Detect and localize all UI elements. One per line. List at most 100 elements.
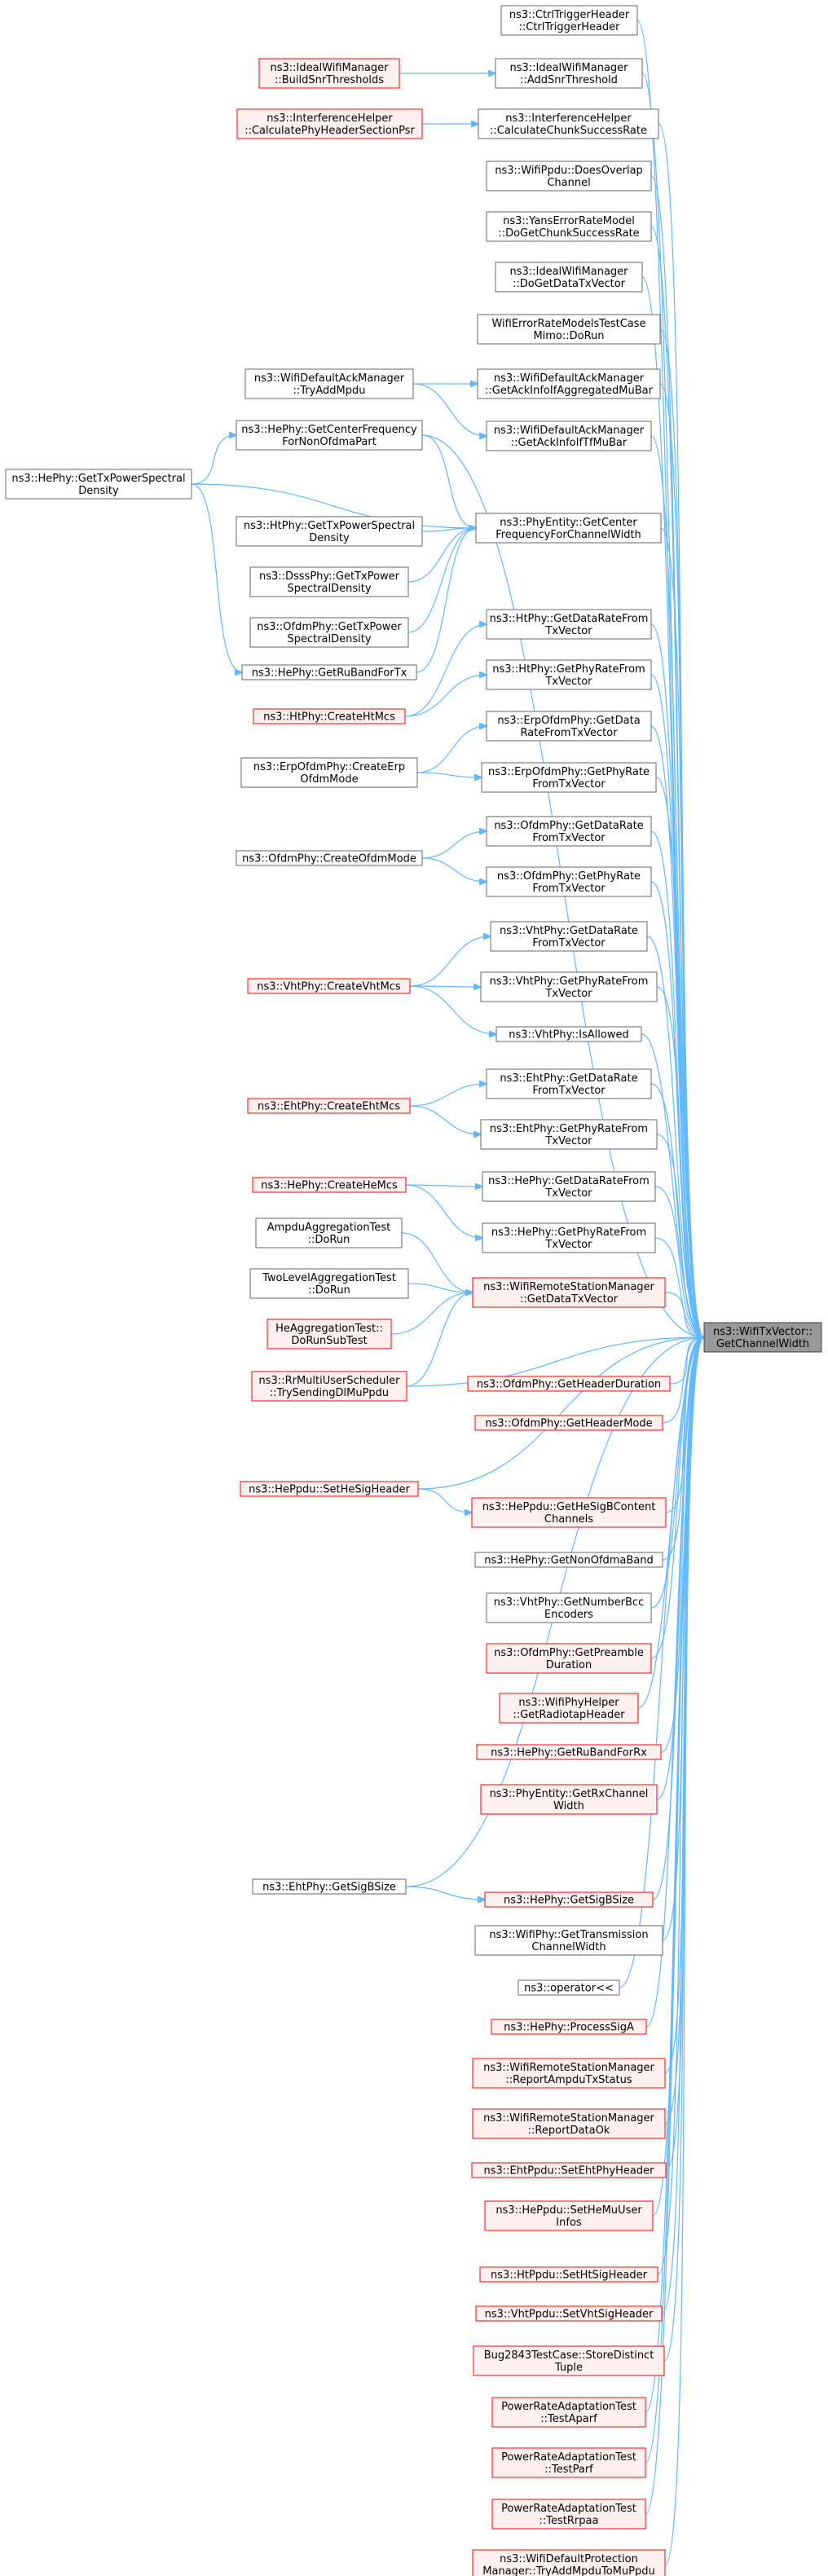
node-ns3-hephy-getrubandfortx[interactable]: ns3::HePhy::GetRuBandForTx bbox=[241, 664, 417, 680]
node-ns3-ofdmphy-getheadermode[interactable]: ns3::OfdmPhy::GetHeaderMode bbox=[474, 1415, 663, 1431]
node-label: ns3::IdealWifiManager bbox=[270, 62, 389, 74]
node-box bbox=[491, 2447, 646, 2478]
node-box bbox=[482, 1171, 656, 1202]
node-label: ns3::YansErrorRateModel bbox=[503, 215, 635, 227]
node-ns3-hephy-processsiga[interactable]: ns3::HePhy::ProcessSigA bbox=[491, 2019, 647, 2035]
node-label: ns3::ErpOfdmPhy::GetData bbox=[497, 715, 640, 727]
node-label: ns3::CtrlTriggerHeader bbox=[509, 9, 630, 21]
node-ns3-ofdmphy-getheaderduration[interactable]: ns3::OfdmPhy::GetHeaderDuration bbox=[467, 1376, 671, 1392]
node-label: ns3::OfdmPhy::GetHeaderDuration bbox=[477, 1379, 661, 1391]
node-label: ns3::OfdmPhy::GetHeaderMode bbox=[485, 1418, 652, 1430]
node-ns3-wifiphy-gettransmissionchannelwidth[interactable]: ns3::WifiPhy::GetTransmissionChannelWidt… bbox=[474, 1925, 663, 1956]
node-ns3-vhtphy-isallowed[interactable]: ns3::VhtPhy::IsAllowed bbox=[495, 1026, 642, 1042]
edge-n30-n31 bbox=[409, 986, 481, 987]
node-ns3-heppdu-sethesigheader[interactable]: ns3::HePpdu::SetHeSigHeader bbox=[240, 1481, 419, 1497]
node-ns3-phyentity-getcenterfrequencyforchannelwidth[interactable]: ns3::PhyEntity::GetCenterFrequencyForCha… bbox=[475, 513, 662, 544]
edge-n56-n43 bbox=[652, 1337, 704, 1900]
node-ns3-hephy-getsigbsize[interactable]: ns3::HePhy::GetSigBSize bbox=[484, 1891, 654, 1908]
node-ns3-wifiremotestationmanager-getdatatxvector[interactable]: ns3::WifiRemoteStationManager::GetDataTx… bbox=[472, 1277, 666, 1308]
node-ns3-yanserrorratemodel-dogetchunksuccessrate[interactable]: ns3::YansErrorRateModel::DoGetChunkSucce… bbox=[486, 211, 652, 242]
node-label: ns3::HePhy::GetPhyRateFrom bbox=[491, 1226, 646, 1239]
node-ns3-idealwifimanager-buildsnrthresholds[interactable]: ns3::IdealWifiManager::BuildSnrThreshold… bbox=[258, 58, 400, 89]
node-ns3-ehtphy-getsigbsize[interactable]: ns3::EhtPhy::GetSigBSize bbox=[252, 1878, 407, 1895]
node-ns3-wifiremotestationmanager-reportdataok[interactable]: ns3::WifiRemoteStationManager::ReportDat… bbox=[472, 2108, 666, 2139]
node-label: TxVector bbox=[544, 676, 592, 688]
node-ns3-wifidefaultackmanager-getackinfoifaggregatedmubar[interactable]: ns3::WifiDefaultAckManager::GetAckInfoIf… bbox=[477, 368, 661, 399]
node-ns3-ctrltriggerheader-ctrltriggerheader[interactable]: ns3::CtrlTriggerHeader::CtrlTriggerHeade… bbox=[500, 5, 638, 36]
node-ns3-hephy-getcenterfrequencyfornonofdmapart[interactable]: ns3::HePhy::GetCenterFrequencyForNonOfdm… bbox=[236, 420, 423, 451]
node-powerrateadaptationtest-testparf[interactable]: PowerRateAdaptationTest::TestParf bbox=[491, 2447, 646, 2478]
node-powerrateadaptationtest-testaparf[interactable]: PowerRateAdaptationTest::TestAparf bbox=[491, 2397, 646, 2428]
node-label: ns3::RrMultiUserScheduler bbox=[259, 1375, 401, 1387]
node-box bbox=[236, 108, 423, 139]
node-label: Manager::TryAddMpduToMuPpdu bbox=[482, 2565, 654, 2576]
node-ns3-wifidefaultackmanager-tryaddmpdu[interactable]: ns3::WifiDefaultAckManager::TryAddMpdu bbox=[244, 368, 414, 399]
node-ns3-hephy-createhemcs[interactable]: ns3::HePhy::CreateHeMcs bbox=[252, 1177, 407, 1193]
node-ns3-wifidefaultprotectionmanager-tryaddmpdutomuppdu[interactable]: ns3::WifiDefaultProtectionManager::TryAd… bbox=[472, 2549, 666, 2576]
node-label: ns3::OfdmPhy::CreateOfdmMode bbox=[242, 853, 416, 865]
node-ns3-wifiremotestationmanager-reportampdutxstatus[interactable]: ns3::WifiRemoteStationManager::ReportAmp… bbox=[472, 2058, 666, 2089]
node-ns3-htphy-createhtmcs[interactable]: ns3::HtPhy::CreateHtMcs bbox=[253, 708, 406, 724]
node-ns3-vhtppdu-setvhtsigheader[interactable]: ns3::VhtPpdu::SetVhtSigHeader bbox=[475, 2305, 663, 2322]
node-label: ns3::HePhy::GetCenterFrequency bbox=[241, 424, 417, 436]
node-box bbox=[476, 1744, 662, 1760]
node-ns3-idealwifimanager-addsnrthreshold[interactable]: ns3::IdealWifiManager::AddSnrThreshold bbox=[495, 58, 643, 89]
node-box bbox=[500, 5, 638, 36]
node-ns3-ehtphy-createehtmcs[interactable]: ns3::EhtPhy::CreateEhtMcs bbox=[247, 1098, 411, 1114]
node-ns3-idealwifimanager-dogetdatatxvector[interactable]: ns3::IdealWifiManager::DoGetDataTxVector bbox=[495, 262, 643, 293]
node-label: ns3::OfdmPhy::GetPreamble bbox=[494, 1647, 644, 1659]
node-powerrateadaptationtest-testrrpaa[interactable]: PowerRateAdaptationTest::TestRrpaa bbox=[491, 2499, 646, 2530]
edge-n30-n32 bbox=[409, 985, 496, 1034]
node-ns3-ofdmphy-createofdmmode[interactable]: ns3::OfdmPhy::CreateOfdmMode bbox=[236, 850, 423, 866]
edge-n70-n43 bbox=[664, 1337, 704, 2565]
node-ns3-hephy-getnonofdmaband[interactable]: ns3::HePhy::GetNonOfdmaBand bbox=[474, 1552, 663, 1568]
node-ns3-interferencehelper-calculatechunksuccessrate[interactable]: ns3::InterferenceHelper::CalculateChunkS… bbox=[478, 108, 659, 139]
node-label: ::DoRun bbox=[308, 1284, 350, 1297]
node-label: ns3::WifiDefaultAckManager bbox=[494, 372, 645, 385]
node-ns3-wifiphyhelper-getradiotapheader[interactable]: ns3::WifiPhyHelper::GetRadiotapHeader bbox=[499, 1693, 639, 1724]
node-twolevelaggregationtest-dorun[interactable]: TwoLevelAggregationTest::DoRun bbox=[249, 1268, 409, 1299]
node-box bbox=[258, 58, 400, 89]
node-ns3-vhtphy-createvhtmcs[interactable]: ns3::VhtPhy::CreateVhtMcs bbox=[247, 978, 411, 994]
node-label: TxVector bbox=[544, 625, 592, 637]
node-ns3-wifidefaultackmanager-getackinfoiftfmubar[interactable]: ns3::WifiDefaultAckManager::GetAckInfoIf… bbox=[486, 421, 652, 451]
node-box bbox=[484, 2200, 654, 2231]
node-label: ns3::HePpdu::GetHeSigBContent bbox=[482, 1501, 656, 1513]
node-heaggregationtest-dorunsubtest[interactable]: HeAggregationTest::DoRunSubTest bbox=[266, 1319, 392, 1350]
node-ns3-rrmultiuserscheduler-trysendingdlmuppdu[interactable]: ns3::RrMultiUserScheduler::TrySendingDlM… bbox=[251, 1371, 407, 1402]
node-ns3-ehtppdu-setehtphyheader[interactable]: ns3::EhtPpdu::SetEhtPhyHeader bbox=[471, 2162, 667, 2178]
node-ampduaggregationtest-dorun[interactable]: AmpduAggregationTest::DoRun bbox=[255, 1218, 403, 1248]
node-ns3-hephy-getrubandforrx[interactable]: ns3::HePhy::GetRuBandForRx bbox=[476, 1744, 662, 1760]
node-ns3-interferencehelper-calculatephyheadersectionpsr[interactable]: ns3::InterferenceHelper::CalculatePhyHea… bbox=[236, 108, 423, 139]
node-label: Infos bbox=[556, 2217, 582, 2229]
node-ns3-htppdu-sethtsigheader[interactable]: ns3::HtPpdu::SetHtSigHeader bbox=[479, 2266, 658, 2283]
node-label: Tuple bbox=[554, 2362, 583, 2374]
node-label: ::TryAddMpdu bbox=[293, 385, 366, 397]
node-ns3-operator[interactable]: ns3::operator<< bbox=[518, 1979, 620, 1996]
